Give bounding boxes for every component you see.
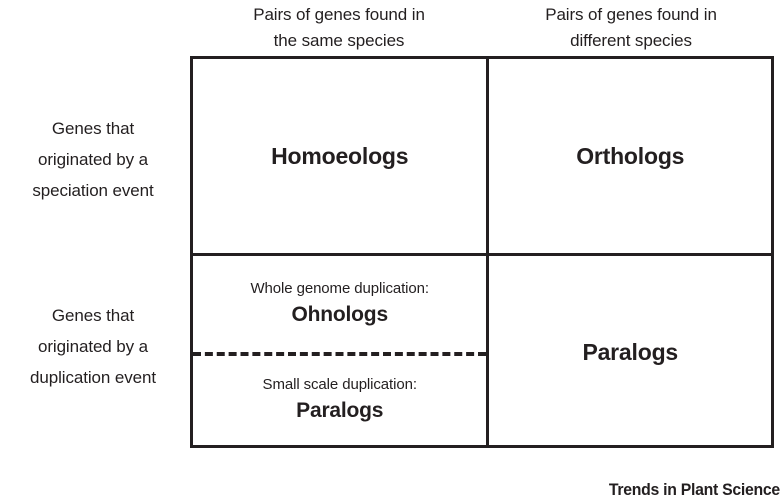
whole-genome-duplication-caption: Whole genome duplication:: [250, 280, 430, 297]
cell-ohnologs-label: Ohnologs: [291, 303, 389, 326]
cell-split-upper: Whole genome duplication: Ohnologs: [193, 256, 486, 352]
cell-orthologs-label: Orthologs: [576, 142, 685, 169]
matrix-row-duplication: Whole genome duplication: Ohnologs Small…: [193, 253, 771, 448]
cell-paralogs-ssd-label: Paralogs: [296, 399, 384, 422]
cell-paralogs: Paralogs: [486, 256, 771, 448]
cell-homoeologs: Homoeologs: [193, 59, 486, 253]
cell-paralogs-label: Paralogs: [582, 338, 679, 365]
journal-credit: Trends in Plant Science: [608, 480, 780, 499]
column-header-different-species: Pairs of genes found in different specie…: [545, 5, 717, 50]
row-label-speciation-event: Genes that originated by a speciation ev…: [32, 119, 154, 200]
cell-split-lower: Small scale duplication: Paralogs: [193, 352, 486, 448]
dashed-divider: [193, 352, 487, 356]
cell-ohnologs-paralogs: Whole genome duplication: Ohnologs Small…: [193, 256, 487, 448]
cell-homoeologs-label: Homoeologs: [271, 142, 409, 169]
matrix-row-speciation: Homoeologs Orthologs: [193, 59, 771, 253]
row-label-duplication-event: Genes that originated by a duplication e…: [30, 306, 156, 387]
small-scale-duplication-caption: Small scale duplication:: [262, 376, 417, 393]
column-header-same-species: Pairs of genes found in the same species: [253, 5, 425, 50]
cell-orthologs: Orthologs: [486, 59, 771, 253]
gene-relationship-matrix: Homoeologs Orthologs Whole genome duplic…: [190, 56, 774, 448]
